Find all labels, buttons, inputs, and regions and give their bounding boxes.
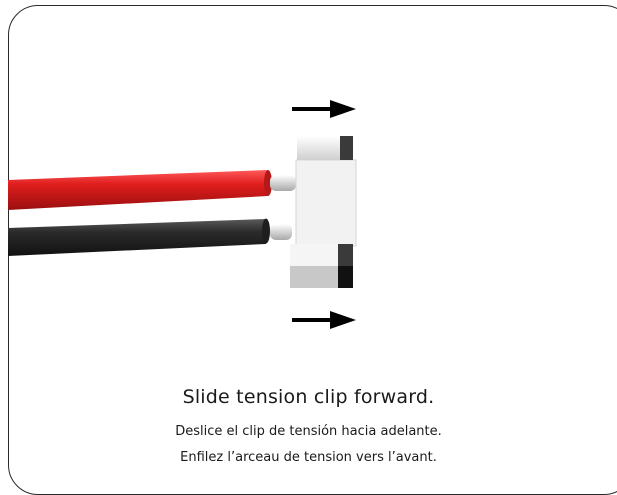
red-wire-icon — [8, 170, 272, 210]
instruction-french: Enfilez l’arceau de tension vers l’avant… — [180, 450, 437, 465]
arrow-right-icon — [292, 311, 356, 329]
instruction-spanish: Deslice el clip de tensión hacia adelant… — [175, 424, 442, 439]
black-wire-icon — [8, 218, 270, 256]
wire-clip-illustration — [8, 100, 357, 329]
arrow-right-icon — [292, 100, 356, 118]
tension-clip-icon — [270, 136, 357, 288]
instruction-english: Slide tension clip forward. — [182, 386, 435, 408]
